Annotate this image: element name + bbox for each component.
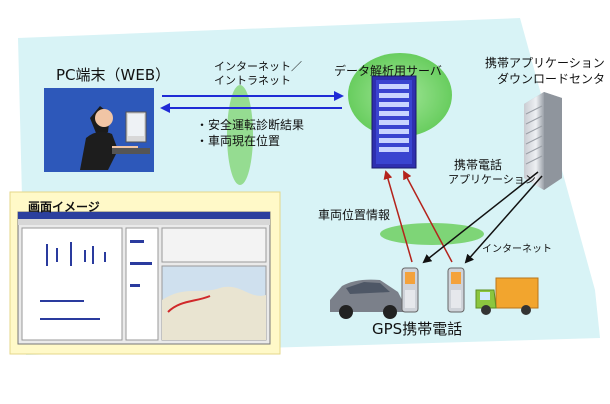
internet-intranet-label-2: イントラネット bbox=[214, 74, 291, 87]
pc-terminal-label: PC端末（WEB） bbox=[56, 66, 171, 84]
position-arrow-left bbox=[383, 170, 413, 263]
gps-phone-left-icon bbox=[401, 267, 419, 313]
result-item-1: ・安全運転診断結果 bbox=[196, 118, 305, 132]
screen-image-title: 画面イメージ bbox=[28, 200, 100, 214]
download-center-label-2: ダウンロードセンタ bbox=[497, 72, 606, 86]
gps-phone-right-icon bbox=[447, 267, 465, 313]
result-item-2: ・車両現在位置 bbox=[196, 134, 281, 148]
truck-icon bbox=[475, 277, 539, 315]
download-center-label-1: 携帯アプリケーション bbox=[485, 56, 605, 70]
download-arrow-left bbox=[422, 171, 539, 264]
intranet-blob bbox=[227, 85, 253, 185]
internet-label: インターネット bbox=[482, 244, 552, 255]
pc-user-icon bbox=[44, 88, 154, 172]
car-icon bbox=[330, 279, 404, 319]
download-center-rack-icon bbox=[524, 92, 562, 190]
phone-app-label-2: アプリケーション bbox=[448, 173, 536, 186]
vehicle-position-label: 車両位置情報 bbox=[318, 208, 391, 222]
phone-app-label-1: 携帯電話 bbox=[454, 158, 503, 172]
screen-thumbnail bbox=[17, 211, 271, 345]
data-server-label: データ解析用サーバ bbox=[334, 64, 442, 78]
download-arrow-right bbox=[464, 175, 543, 264]
server-icon bbox=[371, 75, 417, 169]
gps-phone-label: GPS携帯電話 bbox=[372, 320, 463, 338]
internet-intranet-label-1: インターネット／ bbox=[214, 60, 302, 73]
